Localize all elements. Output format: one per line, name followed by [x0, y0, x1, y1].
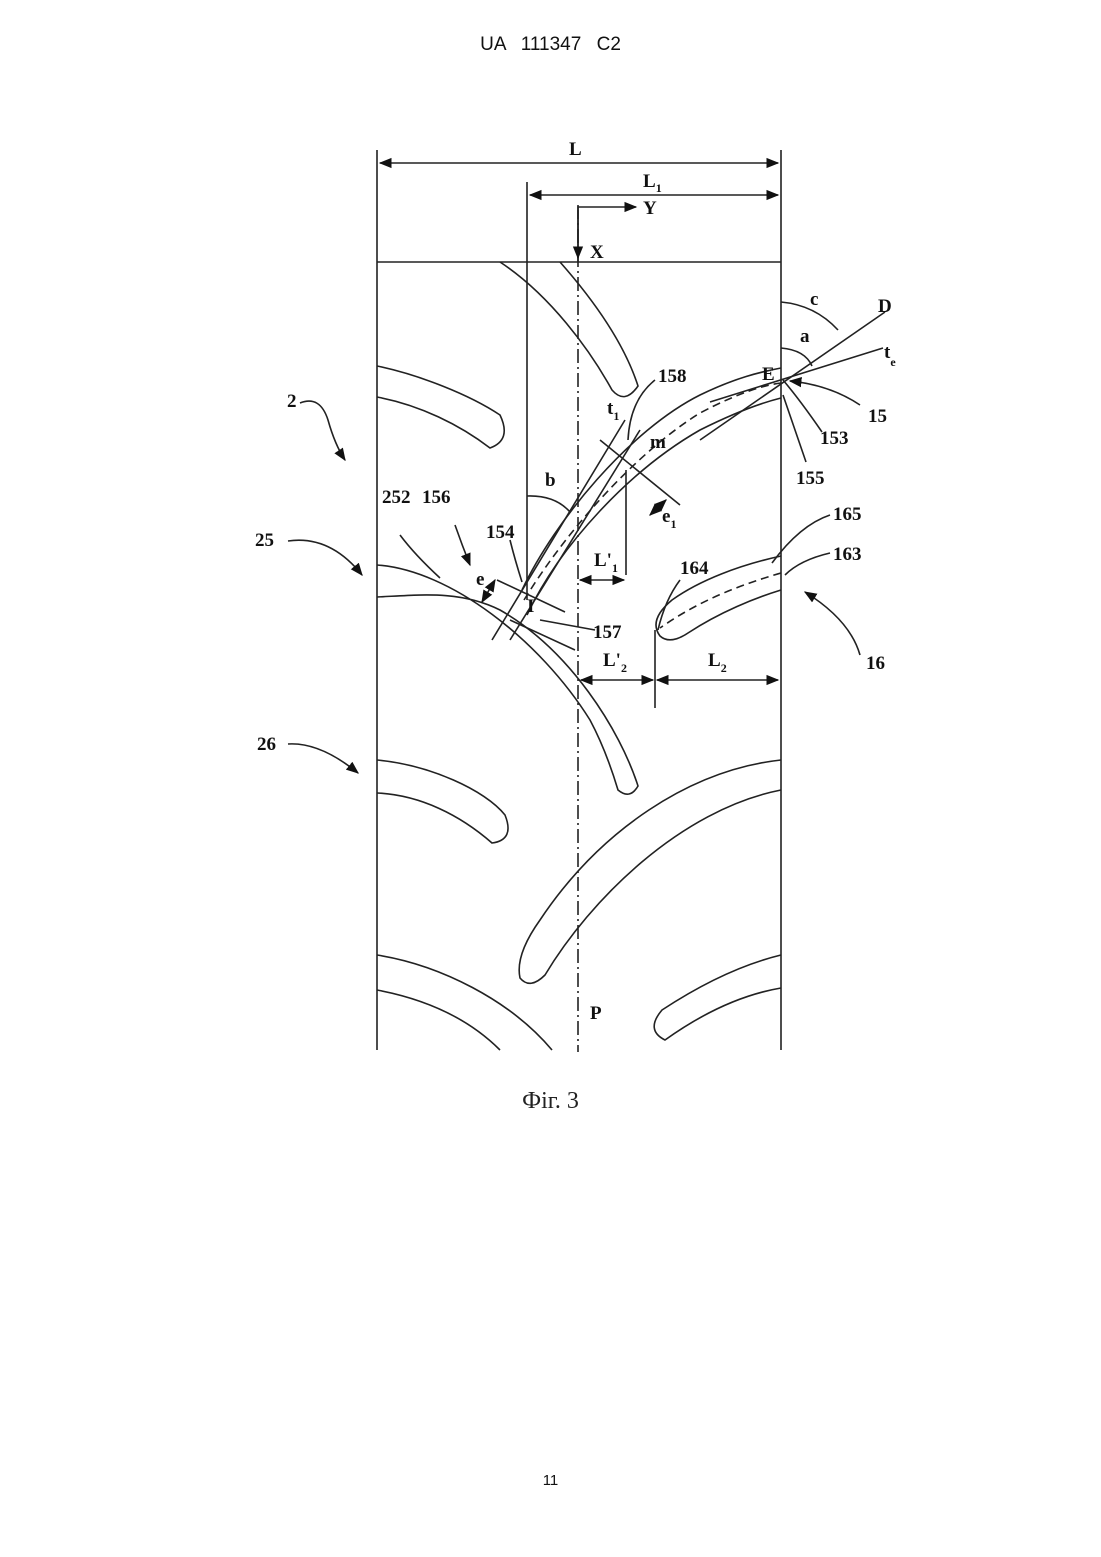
- label-c: c: [810, 289, 818, 310]
- angle-a-arc: [781, 348, 812, 366]
- ref-arrow-26: [288, 744, 358, 773]
- label-e1: e1: [662, 506, 676, 531]
- label-2: 2: [287, 391, 297, 412]
- label-15: 15: [868, 406, 887, 427]
- label-154: 154: [486, 522, 515, 543]
- tangent-te: [710, 348, 883, 402]
- label-25: 25: [255, 530, 274, 551]
- label-L1: L1: [643, 171, 662, 195]
- tread-lug-15-centerline: [524, 383, 781, 600]
- label-t1: t1: [607, 398, 619, 423]
- label-L2p: L'2: [603, 650, 627, 675]
- ref-arrow-2: [300, 401, 345, 460]
- label-165: 165: [833, 504, 862, 525]
- label-E: E: [762, 364, 775, 385]
- tread-lug-upper-left: [377, 366, 504, 448]
- leader-153: [783, 380, 822, 432]
- label-26: 26: [257, 734, 276, 755]
- tread-lug-lower-right: [519, 760, 781, 983]
- leader-154: [510, 540, 522, 582]
- label-153: 153: [820, 428, 849, 449]
- label-164: 164: [680, 558, 709, 579]
- tread-lug-top-center: [500, 262, 638, 397]
- tread-lug-bottom-left-inner: [377, 990, 500, 1050]
- label-P: P: [590, 1003, 602, 1024]
- label-I: I: [527, 596, 534, 617]
- page-number: 11: [0, 1472, 1101, 1489]
- label-163: 163: [833, 544, 862, 565]
- label-L1p: L'1: [594, 550, 618, 575]
- leader-163: [785, 553, 830, 575]
- tread-lug-lower-left: [377, 760, 508, 843]
- angle-b-arc: [527, 496, 570, 512]
- ref-arrow-16: [805, 592, 860, 655]
- label-L: L: [569, 139, 582, 160]
- label-b: b: [545, 470, 556, 491]
- label-m: m: [650, 432, 666, 453]
- label-155: 155: [796, 468, 825, 489]
- leader-158: [628, 380, 655, 440]
- label-Y: Y: [643, 198, 657, 219]
- figure-caption: Фіг. 3: [0, 1088, 1101, 1115]
- tread-lug-16: [656, 556, 781, 640]
- ref-arrow-156: [455, 525, 470, 565]
- axis-y-arrow: [578, 207, 636, 262]
- label-156: 156: [422, 487, 451, 508]
- label-X: X: [590, 242, 604, 263]
- label-16: 16: [866, 653, 885, 674]
- ref-arrow-25: [288, 540, 362, 575]
- label-D: D: [878, 296, 892, 317]
- leader-252: [400, 535, 440, 578]
- leader-157: [540, 620, 595, 630]
- label-252: 252: [382, 487, 411, 508]
- tread-lug-bottom-left: [377, 955, 552, 1050]
- label-157: 157: [593, 622, 622, 643]
- label-L2: L2: [708, 650, 727, 675]
- label-te: te: [884, 342, 896, 369]
- tread-lug-bottom-right: [654, 955, 781, 1040]
- label-158: 158: [658, 366, 687, 387]
- label-e: e: [476, 569, 484, 590]
- label-a: a: [800, 326, 810, 347]
